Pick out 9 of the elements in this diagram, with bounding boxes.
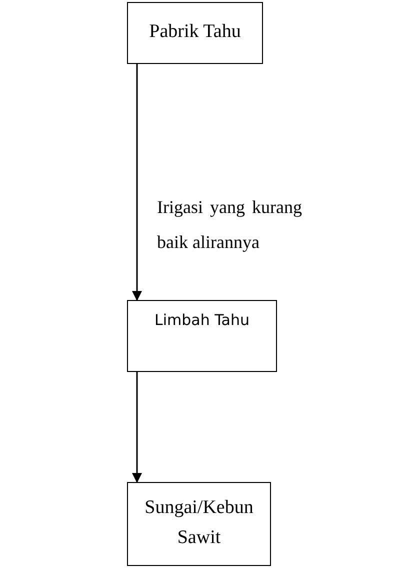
process-box xyxy=(127,482,271,566)
process-box xyxy=(127,300,277,372)
arrow xyxy=(132,372,142,483)
box-label: Pabrik Tahu xyxy=(148,20,242,44)
box-label: Limbah Tahu xyxy=(153,311,250,329)
box-label: Sungai/Kebun Sawit xyxy=(144,496,254,550)
arrow xyxy=(132,64,142,301)
annotation-text: Irigasi yang kurang baik alirannya xyxy=(157,196,302,254)
process-box xyxy=(127,2,263,64)
